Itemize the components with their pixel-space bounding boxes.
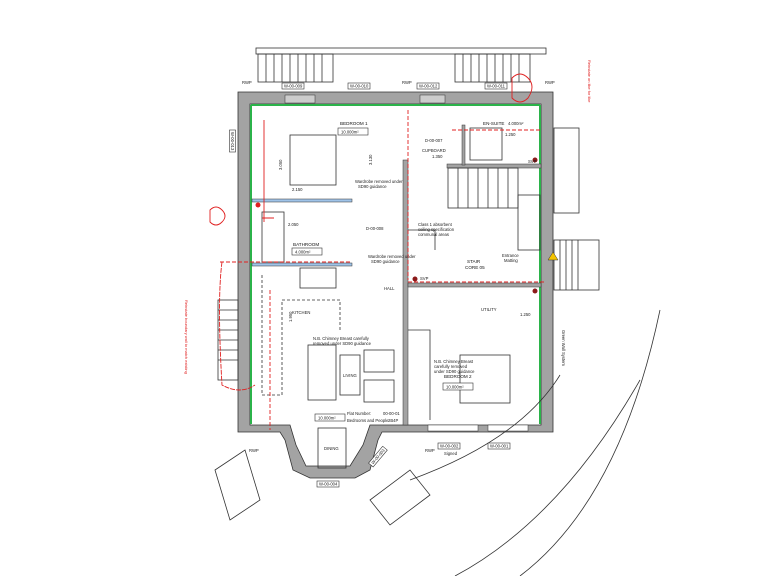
signed-tag: Signed (444, 451, 458, 456)
note-chimney-1b: removed under SD90 guidance (313, 341, 372, 346)
window-tag: W-00-011 (487, 84, 506, 89)
note-chimney-2c: under SD90 guidance (434, 369, 475, 374)
dining-label: DINING (324, 446, 339, 451)
dimension: 1.250 (520, 312, 531, 317)
note-red-right: Reinstate on like for like (587, 60, 592, 103)
door-tag: D-00-007 (425, 138, 443, 143)
window-tag: W-00-002 (440, 444, 459, 449)
tags: RWP RWP RWP RWP RWP SVP SVP W-00-009 W-0… (229, 80, 555, 488)
note-wardrobe-b2: SD90 guidance (371, 259, 400, 264)
flat-number-label: Flat Number: (347, 411, 371, 416)
note-red-left: Reinstate boundary wall to match existin… (184, 300, 189, 374)
bedroom1-area: 10.000m² (341, 130, 359, 135)
bedrooms-people: 2B4P (388, 418, 398, 423)
rwp-tag: RWP (425, 448, 435, 453)
rwp-tag: RWP (242, 80, 252, 85)
window-tag: W-00-010 (350, 84, 369, 89)
note-ceiling-2: ceiling specification (418, 227, 455, 232)
dimension: 1.950 (288, 311, 293, 322)
flat-area: 10.000m² (318, 416, 336, 421)
room-labels: BEDROOM 1 10.000m² EN-SUITE 4.000m² CUPB… (291, 121, 524, 451)
window-tag: W-00-013 (230, 132, 235, 151)
bathroom-area: 4.000m² (295, 250, 311, 255)
svp-tag: SVP (420, 276, 429, 281)
rwp-tag: RWP (402, 80, 412, 85)
ensuite-area: 4.000m² (508, 121, 524, 126)
kitchen-label: KITCHEN (292, 310, 310, 315)
furniture (261, 127, 511, 469)
note-wardrobe-b: Wardrobe removed under (368, 254, 416, 259)
bedroom2-area: 10.000m² (446, 385, 464, 390)
side-external-stairs (214, 127, 661, 576)
notes: Wardrobe removed under SD90 guidance War… (184, 60, 592, 374)
window-tag: W-00-004 (319, 482, 338, 487)
note-chimney-2b: carefully removed (434, 364, 468, 369)
door-tag: D-00-008 (366, 226, 384, 231)
utility-label: UTILITY (481, 307, 497, 312)
hall-label: HALL (384, 286, 395, 291)
dimension: 3.130 (368, 154, 373, 165)
dimension: 3.050 (278, 159, 283, 170)
svp-tag: SVP (528, 159, 537, 164)
note-wardrobe-2: SD90 guidance (358, 184, 387, 189)
bedroom1-label: BEDROOM 1 (340, 121, 368, 126)
internal-walls (251, 124, 542, 426)
note-chimney-2: N.B. Chimney Breast (434, 359, 474, 364)
note-chimney-1: N.B. Chimney Breast carefully (313, 336, 370, 341)
stair-core-number: CORE 05 (465, 265, 485, 270)
dimension: 2.150 (292, 187, 303, 192)
warning-icon (547, 251, 559, 261)
rwp-tag: RWP (249, 448, 259, 453)
ensuite-label: EN-SUITE (483, 121, 504, 126)
stair-core (447, 167, 541, 251)
stair-label: STAIR (467, 259, 481, 264)
dimension: 1.250 (505, 132, 516, 137)
external-walls (237, 91, 554, 479)
dimension: 2.050 (288, 222, 299, 227)
bedrooms-people-label: Bedrooms and People (347, 418, 389, 423)
entrance-sub: Matting (504, 258, 518, 263)
window-tag: W-00-012 (419, 84, 438, 89)
window-tag: W-00-001 (490, 444, 509, 449)
entrance-label: Entrance (502, 253, 519, 258)
bathroom-label: BATHROOM (293, 242, 319, 247)
red-markup (209, 73, 545, 430)
flat-number: 00-00-01 (383, 411, 400, 416)
rwp-tag: RWP (545, 80, 555, 85)
note-green-wall: Green Wall System (561, 330, 566, 366)
window-tag: W-00-009 (284, 84, 303, 89)
note-wardrobe: Wardrobe removed under (355, 179, 403, 184)
cupboard-label: CUPBOARD (422, 148, 446, 153)
living-label: LIVING (343, 373, 357, 378)
cupboard-dim: 1.350 (432, 154, 443, 159)
note-ceiling: Class 1 absorbent (418, 222, 453, 227)
bedroom2-label: BEDROOM 2 (444, 374, 472, 379)
note-ceiling-3: communal areas (418, 232, 449, 237)
top-external-stairs (255, 47, 547, 83)
